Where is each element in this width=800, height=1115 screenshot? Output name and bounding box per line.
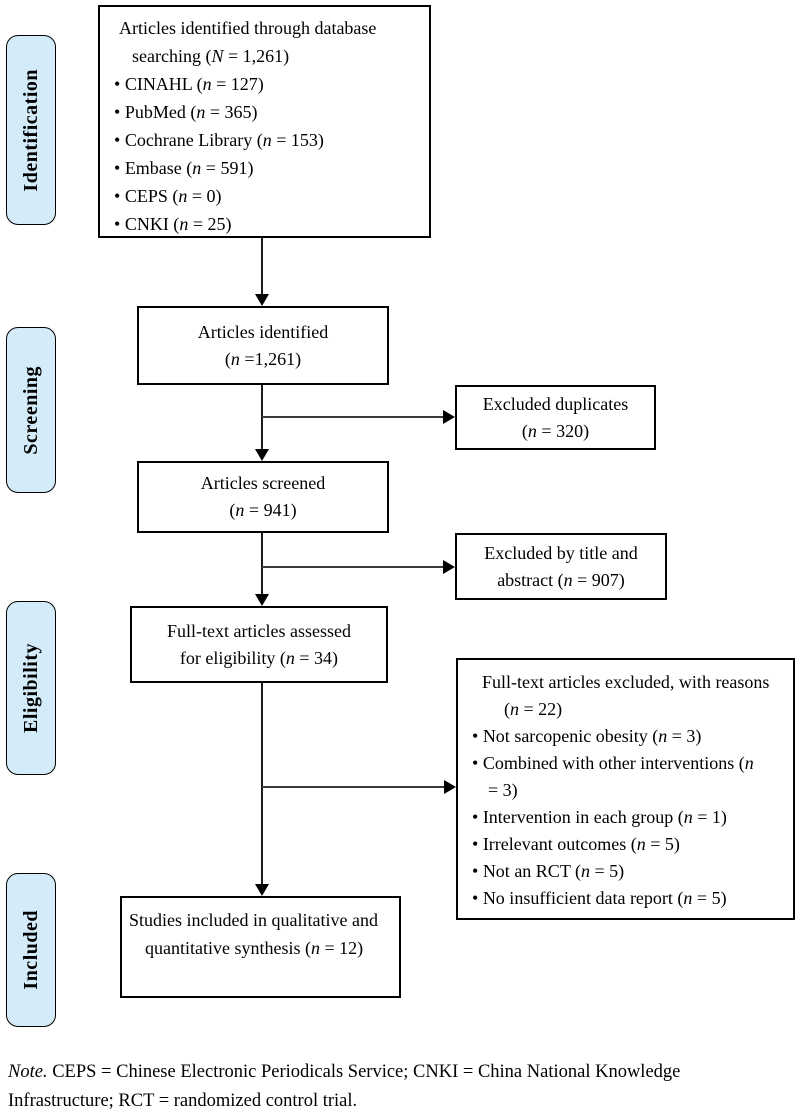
- list-item: Irrelevant outcomes (n = 5): [472, 831, 787, 858]
- arrowhead-down-icon: [255, 294, 269, 306]
- list-item: No insufficient data report (n = 5): [472, 885, 787, 912]
- box-studies-included: Studies included in qualitative and quan…: [120, 896, 401, 998]
- arrowhead-right-icon: [444, 780, 456, 794]
- box-line: Articles identified: [197, 321, 329, 342]
- connector-line: [261, 683, 263, 885]
- box-fulltext-excluded-reasons: Full-text articles excluded, with reason…: [456, 658, 795, 920]
- box-excluded-duplicates: Excluded duplicates (n = 320): [455, 385, 656, 450]
- list-item: Cochrane Library (n = 153): [114, 126, 423, 154]
- box-line: abstract (n = 907): [497, 569, 625, 590]
- stage-label-text: Screening: [19, 365, 42, 455]
- connector-line: [261, 238, 263, 295]
- box-line: for eligibility (n = 34): [179, 647, 339, 668]
- list-item: Combined with other interventions (n = 3…: [472, 750, 787, 804]
- stage-label-text: Identification: [19, 68, 42, 192]
- stage-label-text: Eligibility: [19, 643, 42, 733]
- box-line: Excluded by title and: [484, 542, 638, 563]
- box-line: (n =1,261): [224, 348, 302, 369]
- stage-label-screening: Screening: [6, 327, 56, 493]
- box-line: Articles screened: [200, 473, 326, 493]
- box-line: Full-text articles assessed: [167, 620, 351, 641]
- arrowhead-down-icon: [255, 884, 269, 896]
- list-item: Embase (n = 591): [114, 154, 423, 182]
- box-articles-identified: Articles identified (n =1,261): [137, 306, 389, 385]
- note-prefix: Note.: [8, 1062, 48, 1082]
- stage-label-identification: Identification: [6, 35, 56, 225]
- database-source-list: CINAHL (n = 127) PubMed (n = 365) Cochra…: [100, 70, 423, 238]
- arrowhead-down-icon: [255, 594, 269, 606]
- list-item: Intervention in each group (n = 1): [472, 804, 787, 831]
- box-fulltext-assessed: Full-text articles assessed for eligibil…: [130, 606, 388, 683]
- arrowhead-right-icon: [443, 410, 455, 424]
- connector-line: [262, 786, 445, 788]
- list-item: CNKI (n = 25): [114, 210, 423, 238]
- list-item: Not sarcopenic obesity (n = 3): [472, 723, 787, 750]
- list-item: Not an RCT (n = 5): [472, 858, 787, 885]
- connector-line: [262, 416, 444, 418]
- box-heading: Full-text articles excluded, with reason…: [482, 672, 770, 719]
- box-line: (n = 941): [229, 500, 297, 520]
- box-line: (n = 320): [521, 420, 590, 441]
- list-item: PubMed (n = 365): [114, 98, 423, 126]
- stage-label-eligibility: Eligibility: [6, 601, 56, 775]
- box-line: Excluded duplicates: [482, 393, 629, 414]
- connector-line: [262, 566, 444, 568]
- exclusion-reason-list: Not sarcopenic obesity (n = 3) Combined …: [458, 723, 787, 912]
- note-text: CEPS = Chinese Electronic Periodicals Se…: [8, 1062, 681, 1111]
- list-item: CEPS (n = 0): [114, 182, 423, 210]
- stage-label-included: Included: [6, 873, 56, 1027]
- arrowhead-right-icon: [443, 560, 455, 574]
- arrowhead-down-icon: [255, 449, 269, 461]
- box-heading: Articles identified through database sea…: [119, 18, 377, 66]
- stage-label-text: Included: [19, 910, 42, 990]
- box-database-searching: Articles identified through database sea…: [98, 5, 431, 238]
- list-item: CINAHL (n = 127): [114, 70, 423, 98]
- box-text: Studies included in qualitative and quan…: [129, 910, 378, 958]
- connector-line: [261, 533, 263, 595]
- box-articles-screened: Articles screened (n = 941): [137, 461, 389, 533]
- box-excluded-title-abstract: Excluded by title and abstract (n = 907): [455, 533, 667, 600]
- figure-note: Note. CEPS = Chinese Electronic Periodic…: [8, 1058, 780, 1115]
